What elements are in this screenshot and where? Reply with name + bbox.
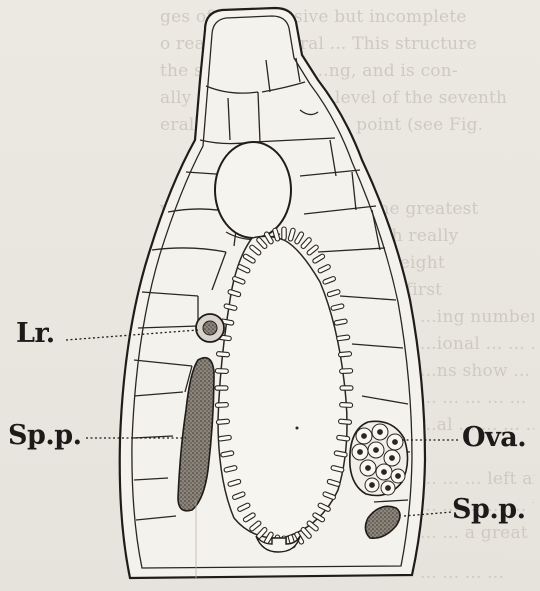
villus bbox=[336, 435, 349, 441]
villus bbox=[215, 403, 228, 408]
villus bbox=[216, 419, 229, 425]
ovum-nucleus bbox=[382, 470, 387, 475]
ovum-nucleus bbox=[393, 440, 398, 445]
villus bbox=[216, 351, 229, 357]
upper-oval-organ bbox=[215, 142, 291, 238]
ovum-nucleus bbox=[366, 466, 371, 471]
ovum-nucleus bbox=[396, 474, 401, 479]
villus bbox=[282, 227, 286, 240]
villus bbox=[336, 335, 349, 341]
label-ova: Ova. bbox=[462, 422, 526, 453]
ovum-nucleus bbox=[362, 434, 367, 439]
villus bbox=[340, 369, 353, 374]
label-spp-left: Sp.p. bbox=[8, 420, 82, 451]
ovum-nucleus bbox=[390, 456, 395, 461]
ova-cluster bbox=[350, 421, 408, 495]
ovum-nucleus bbox=[378, 430, 383, 435]
label-spp-right: Sp.p. bbox=[452, 494, 526, 525]
villus bbox=[338, 351, 351, 357]
villus bbox=[215, 369, 228, 374]
villus bbox=[218, 435, 231, 441]
ovum-nucleus bbox=[358, 450, 363, 455]
ovum-nucleus bbox=[370, 483, 375, 488]
ovum-nucleus bbox=[374, 448, 379, 453]
villus bbox=[340, 403, 353, 408]
villus bbox=[215, 386, 228, 390]
label-lr: Lr. bbox=[16, 318, 55, 349]
villus bbox=[340, 386, 353, 390]
ovum-nucleus bbox=[386, 486, 391, 491]
villus bbox=[338, 419, 351, 425]
